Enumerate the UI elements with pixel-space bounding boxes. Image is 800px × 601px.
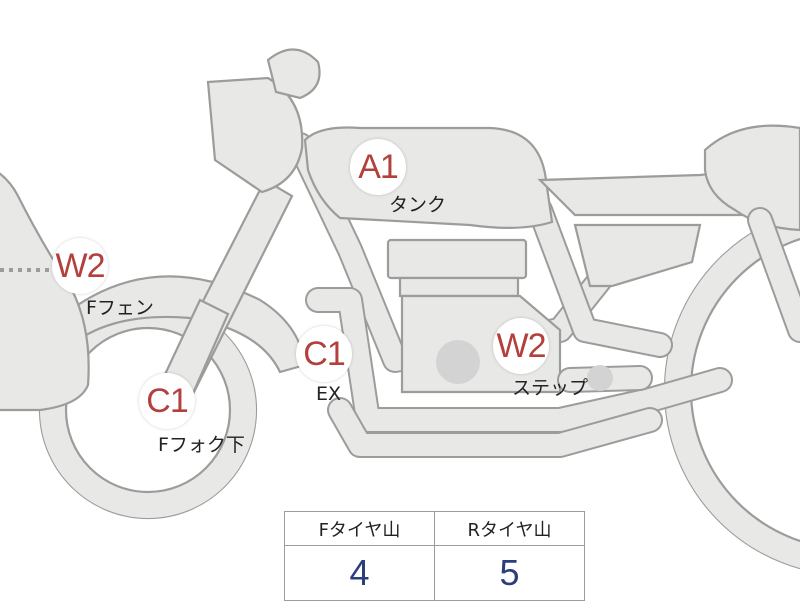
step [557,365,653,393]
side-cover [573,223,702,288]
label-tank: タンク [389,194,447,216]
marker-tank-code: A1 [350,139,406,195]
label-front-fork: Fフォク下 [158,434,245,456]
tire-tread-table: Fタイヤ山 Rタイヤ山 4 5 [284,511,585,601]
marker-exhaust-code: C1 [296,326,352,382]
front-tire-header: Fタイヤ山 [284,511,435,546]
label-step: ステップ [512,377,589,399]
frame [287,132,673,373]
handlebar [266,48,321,100]
marker-front-fork-code: C1 [139,373,195,429]
rear-tire-value: 5 [434,545,585,601]
rear-tire-header: Rタイヤ山 [434,511,585,546]
exhaust [305,287,733,458]
label-exhaust: EX [316,383,342,405]
marker-front-fender-code: W2 [52,238,108,294]
marker-step-code: W2 [493,318,549,374]
label-front-fender: Fフェン [86,297,154,319]
front-tire-value: 4 [284,545,435,601]
